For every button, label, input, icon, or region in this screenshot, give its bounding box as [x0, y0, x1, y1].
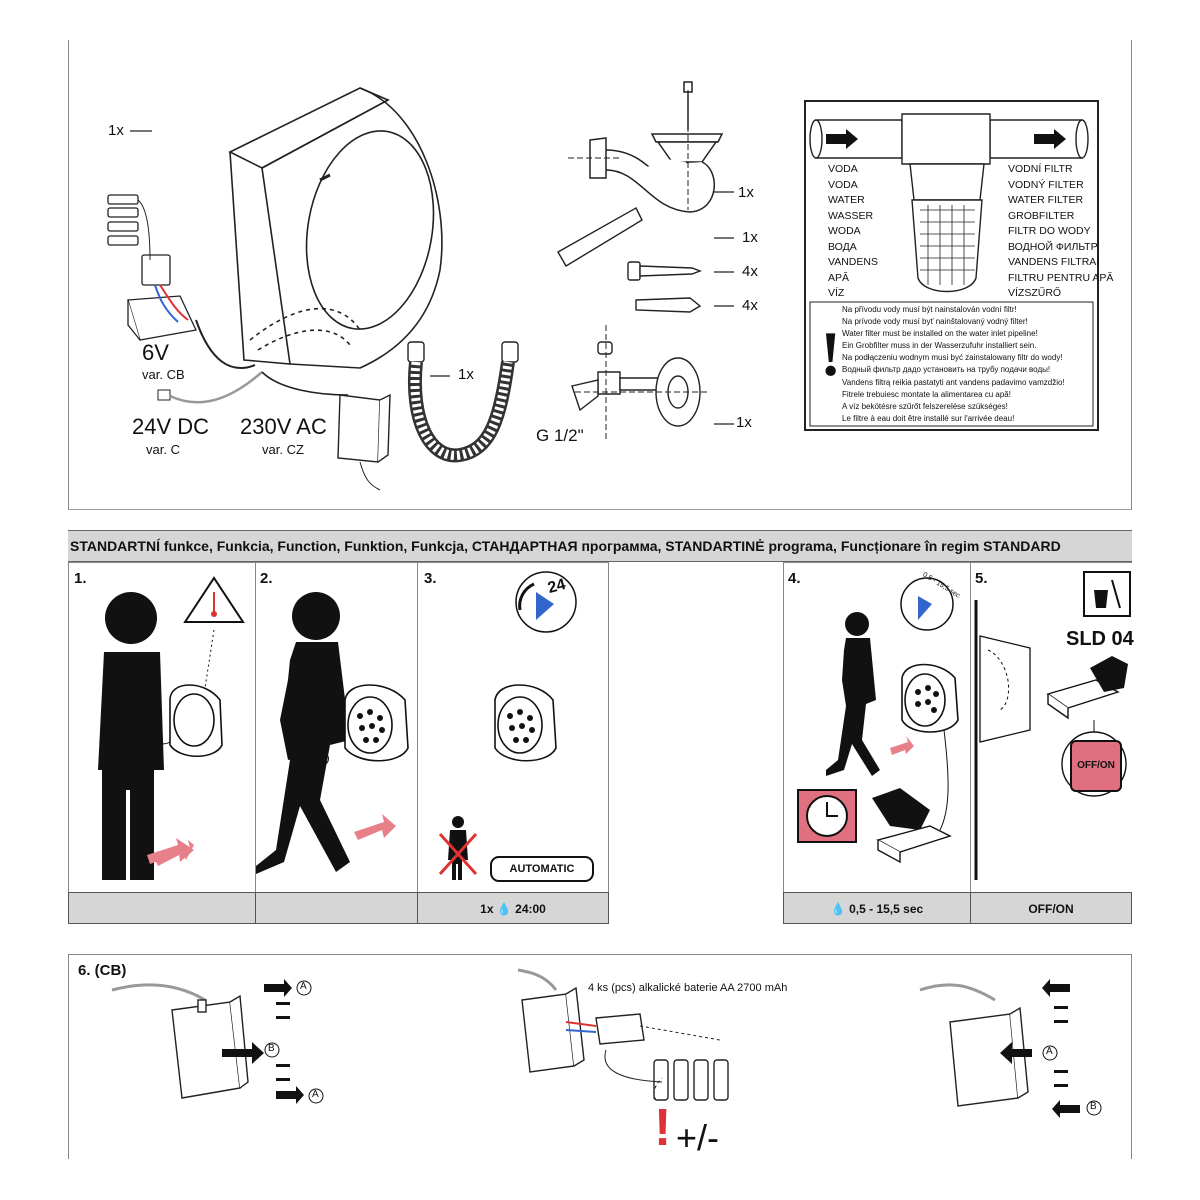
footer-3: 1x 💧 24:00 [417, 892, 609, 924]
step-1-number: 1. [74, 570, 87, 587]
filter-left-labels: VODA VODA WATER WASSER WODA ВОДА VANDENS… [828, 162, 878, 302]
installation-parts-panel [68, 40, 1132, 510]
filter-warning-line: A víz bekötésre szűrőt felszerelése szük… [842, 401, 1008, 411]
filter-left-label: APĂ [828, 271, 850, 284]
bracket-qty: 1x [742, 229, 758, 246]
battery-section-panel [68, 954, 1132, 1159]
power-6v: 6V [142, 340, 169, 365]
filter-right-label: VODNÝ FILTER [1008, 178, 1084, 191]
filter-warning-line: Na prívode vody musí byť nainštalovaný v… [842, 317, 1028, 327]
step-4-number: 4. [788, 570, 801, 587]
siphon-qty: 1x [738, 184, 754, 201]
circle-b-label: B [1090, 1101, 1097, 1112]
filter-right-label: VODNÍ FILTR [1008, 163, 1073, 175]
filter-right-label: VÍZSZŰRŐ [1008, 287, 1062, 299]
circle-b-label: B [268, 1043, 275, 1054]
valve-qty: 1x [736, 414, 752, 431]
sld-label: SLD 04 [1066, 628, 1134, 650]
footer-2 [255, 892, 418, 924]
filter-right-label: WATER FILTER [1008, 194, 1084, 206]
filter-right-label: GROBFILTER [1008, 209, 1075, 222]
filter-left-label: WATER [828, 194, 865, 206]
drop-icon: 💧 [830, 902, 846, 916]
battery-note: 4 ks (pcs) alkalické baterie AA 2700 mAh [588, 982, 788, 994]
power-230v-var: var. CZ [262, 442, 304, 457]
circle-a-label: A [1046, 1046, 1053, 1057]
drop-icon: 💧 [496, 902, 512, 916]
filter-left-label: VANDENS [828, 256, 878, 268]
urinal-qty: 1x [108, 122, 124, 139]
power-6v-var: var. CB [142, 367, 185, 382]
valve-thread: G 1/2" [536, 426, 584, 445]
filter-left-label: VODA [828, 178, 858, 191]
filter-right-label: FILTR DO WODY [1008, 225, 1091, 237]
filter-right-label: ВОДНОЙ ФИЛЬТР [1008, 240, 1098, 253]
filter-warning-line: Vandens filtrą reikia pastatyti ant vand… [842, 377, 1065, 387]
circle-a-label: A [312, 1089, 319, 1100]
step-5-number: 5. [975, 570, 988, 587]
filter-warnings: Na přívodu vody musí být nainstalován vo… [842, 304, 1092, 425]
filter-right-label: VANDENS FILTRAI [1008, 256, 1100, 268]
screw-qty: 4x [742, 263, 758, 280]
filter-right-label: FILTRU PENTRU APĂ [1008, 271, 1114, 284]
footer-1 [68, 892, 256, 924]
polarity-label: +/- [676, 1117, 720, 1158]
footer-5: OFF/ON [970, 892, 1132, 924]
filter-warning-line: Na podłączeniu wodnym musi być zainstalo… [842, 353, 1063, 363]
water-filter-box [804, 100, 1099, 431]
filter-warning-line: Na přívodu vody musí být nainstalován vo… [842, 305, 1017, 314]
step-3-number: 3. [424, 570, 437, 587]
filter-left-label: WODA [828, 225, 861, 237]
footer-3-prefix: 1x [480, 902, 494, 916]
filter-warning-line: Le filtre à eau doit être installé sur l… [842, 413, 1015, 423]
dowel-qty: 4x [742, 297, 758, 314]
filter-warning-mark: ! [820, 318, 842, 389]
footer-4-value: 0,5 - 15,5 sec [849, 902, 924, 916]
filter-warning-line: Водный фильтр дадо установить на трубу п… [842, 365, 1051, 375]
polarity-mark: ! [654, 1099, 672, 1157]
filter-left-label: ВОДА [828, 240, 857, 253]
step-2-number: 2. [260, 570, 273, 587]
filter-left-label: VÍZ [828, 287, 845, 299]
automatic-badge: AUTOMATIC [490, 856, 594, 882]
filter-left-label: VODA [828, 163, 858, 175]
filter-left-label: WASSER [828, 209, 874, 222]
power-230v: 230V AC [240, 414, 327, 439]
filter-right-labels: VODNÍ FILTR VODNÝ FILTER WATER FILTER GR… [1008, 162, 1113, 302]
filter-warning-line: Fitrele trebuiesc montate la alimentarea… [842, 389, 1011, 399]
filter-warning-line: Ein Grobfilter muss in der Wasserzufuhr … [842, 341, 1037, 351]
offon-button-graphic: OFF/ON [1070, 740, 1122, 792]
circle-a-label: A [300, 981, 307, 992]
battery-section-title: 6. (CB) [78, 962, 127, 979]
footer-3-value: 24:00 [515, 902, 546, 916]
power-24v-var: var. C [146, 442, 180, 457]
hose-qty: 1x [458, 366, 474, 383]
power-24v: 24V DC [132, 414, 210, 439]
filter-warning-line: Water filter must be installed on the wa… [842, 329, 1038, 339]
standard-function-banner: STANDARTNÍ funkce, Funkcia, Function, Fu… [68, 530, 1132, 562]
